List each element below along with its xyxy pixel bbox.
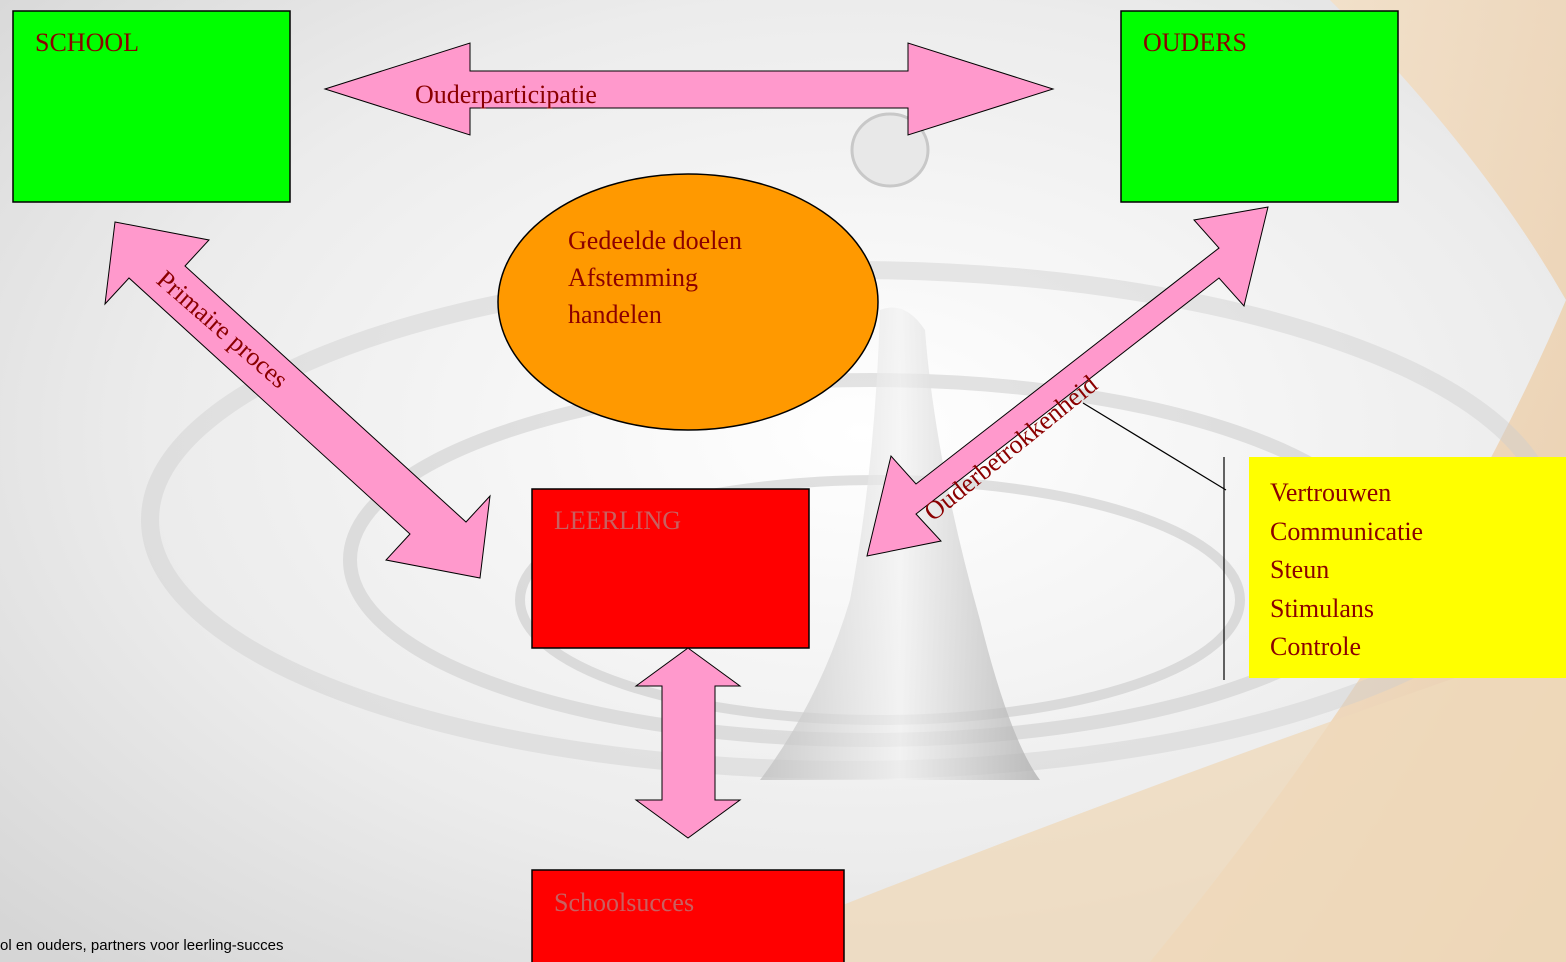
- school-label: SCHOOL: [35, 28, 140, 57]
- ouders-box: [1120, 10, 1399, 203]
- aspect-item: Controle: [1270, 632, 1361, 661]
- primaire-proces-arrow: [104, 221, 491, 579]
- center-line-3: handelen: [568, 300, 662, 329]
- aspects-box: [1249, 457, 1566, 678]
- aspect-item: Steun: [1270, 555, 1330, 584]
- school-box: [12, 10, 291, 203]
- aspect-item: Communicatie: [1270, 516, 1424, 546]
- shared-goals-ellipse: [497, 173, 879, 431]
- ouderparticipatie-arrow: [323, 42, 1055, 136]
- aspect-item: Vertrouwen: [1270, 478, 1392, 507]
- callout-line: [1082, 402, 1227, 491]
- ouderbetrokkenheid-arrow: [866, 206, 1269, 557]
- primaire-proces-label: Primaire proces: [151, 265, 294, 394]
- leerling-box: [531, 488, 810, 649]
- aspects-list: Vertrouwen Communicatie Steun Stimulans …: [1270, 474, 1423, 667]
- schoolsucces-label: Schoolsucces: [554, 888, 695, 917]
- leerling-schoolsucces-arrow: [634, 647, 742, 839]
- schoolsucces-box: [531, 869, 845, 962]
- center-line-2: Afstemming: [568, 263, 698, 292]
- aspect-item: Stimulans: [1270, 593, 1375, 623]
- leerling-label: LEERLING: [554, 506, 682, 535]
- ouderbetrokkenheid-label: Ouderbetrokkenheid: [919, 370, 1103, 527]
- ouders-label: OUDERS: [1143, 28, 1248, 57]
- center-line-1: Gedeelde doelen: [568, 226, 742, 255]
- shared-goals-text: Gedeelde doelen Afstemming handelen: [568, 222, 742, 333]
- ouderparticipatie-label: Ouderparticipatie: [415, 80, 597, 109]
- slide-footer: ol en ouders, partners voor leerling-suc…: [0, 937, 284, 954]
